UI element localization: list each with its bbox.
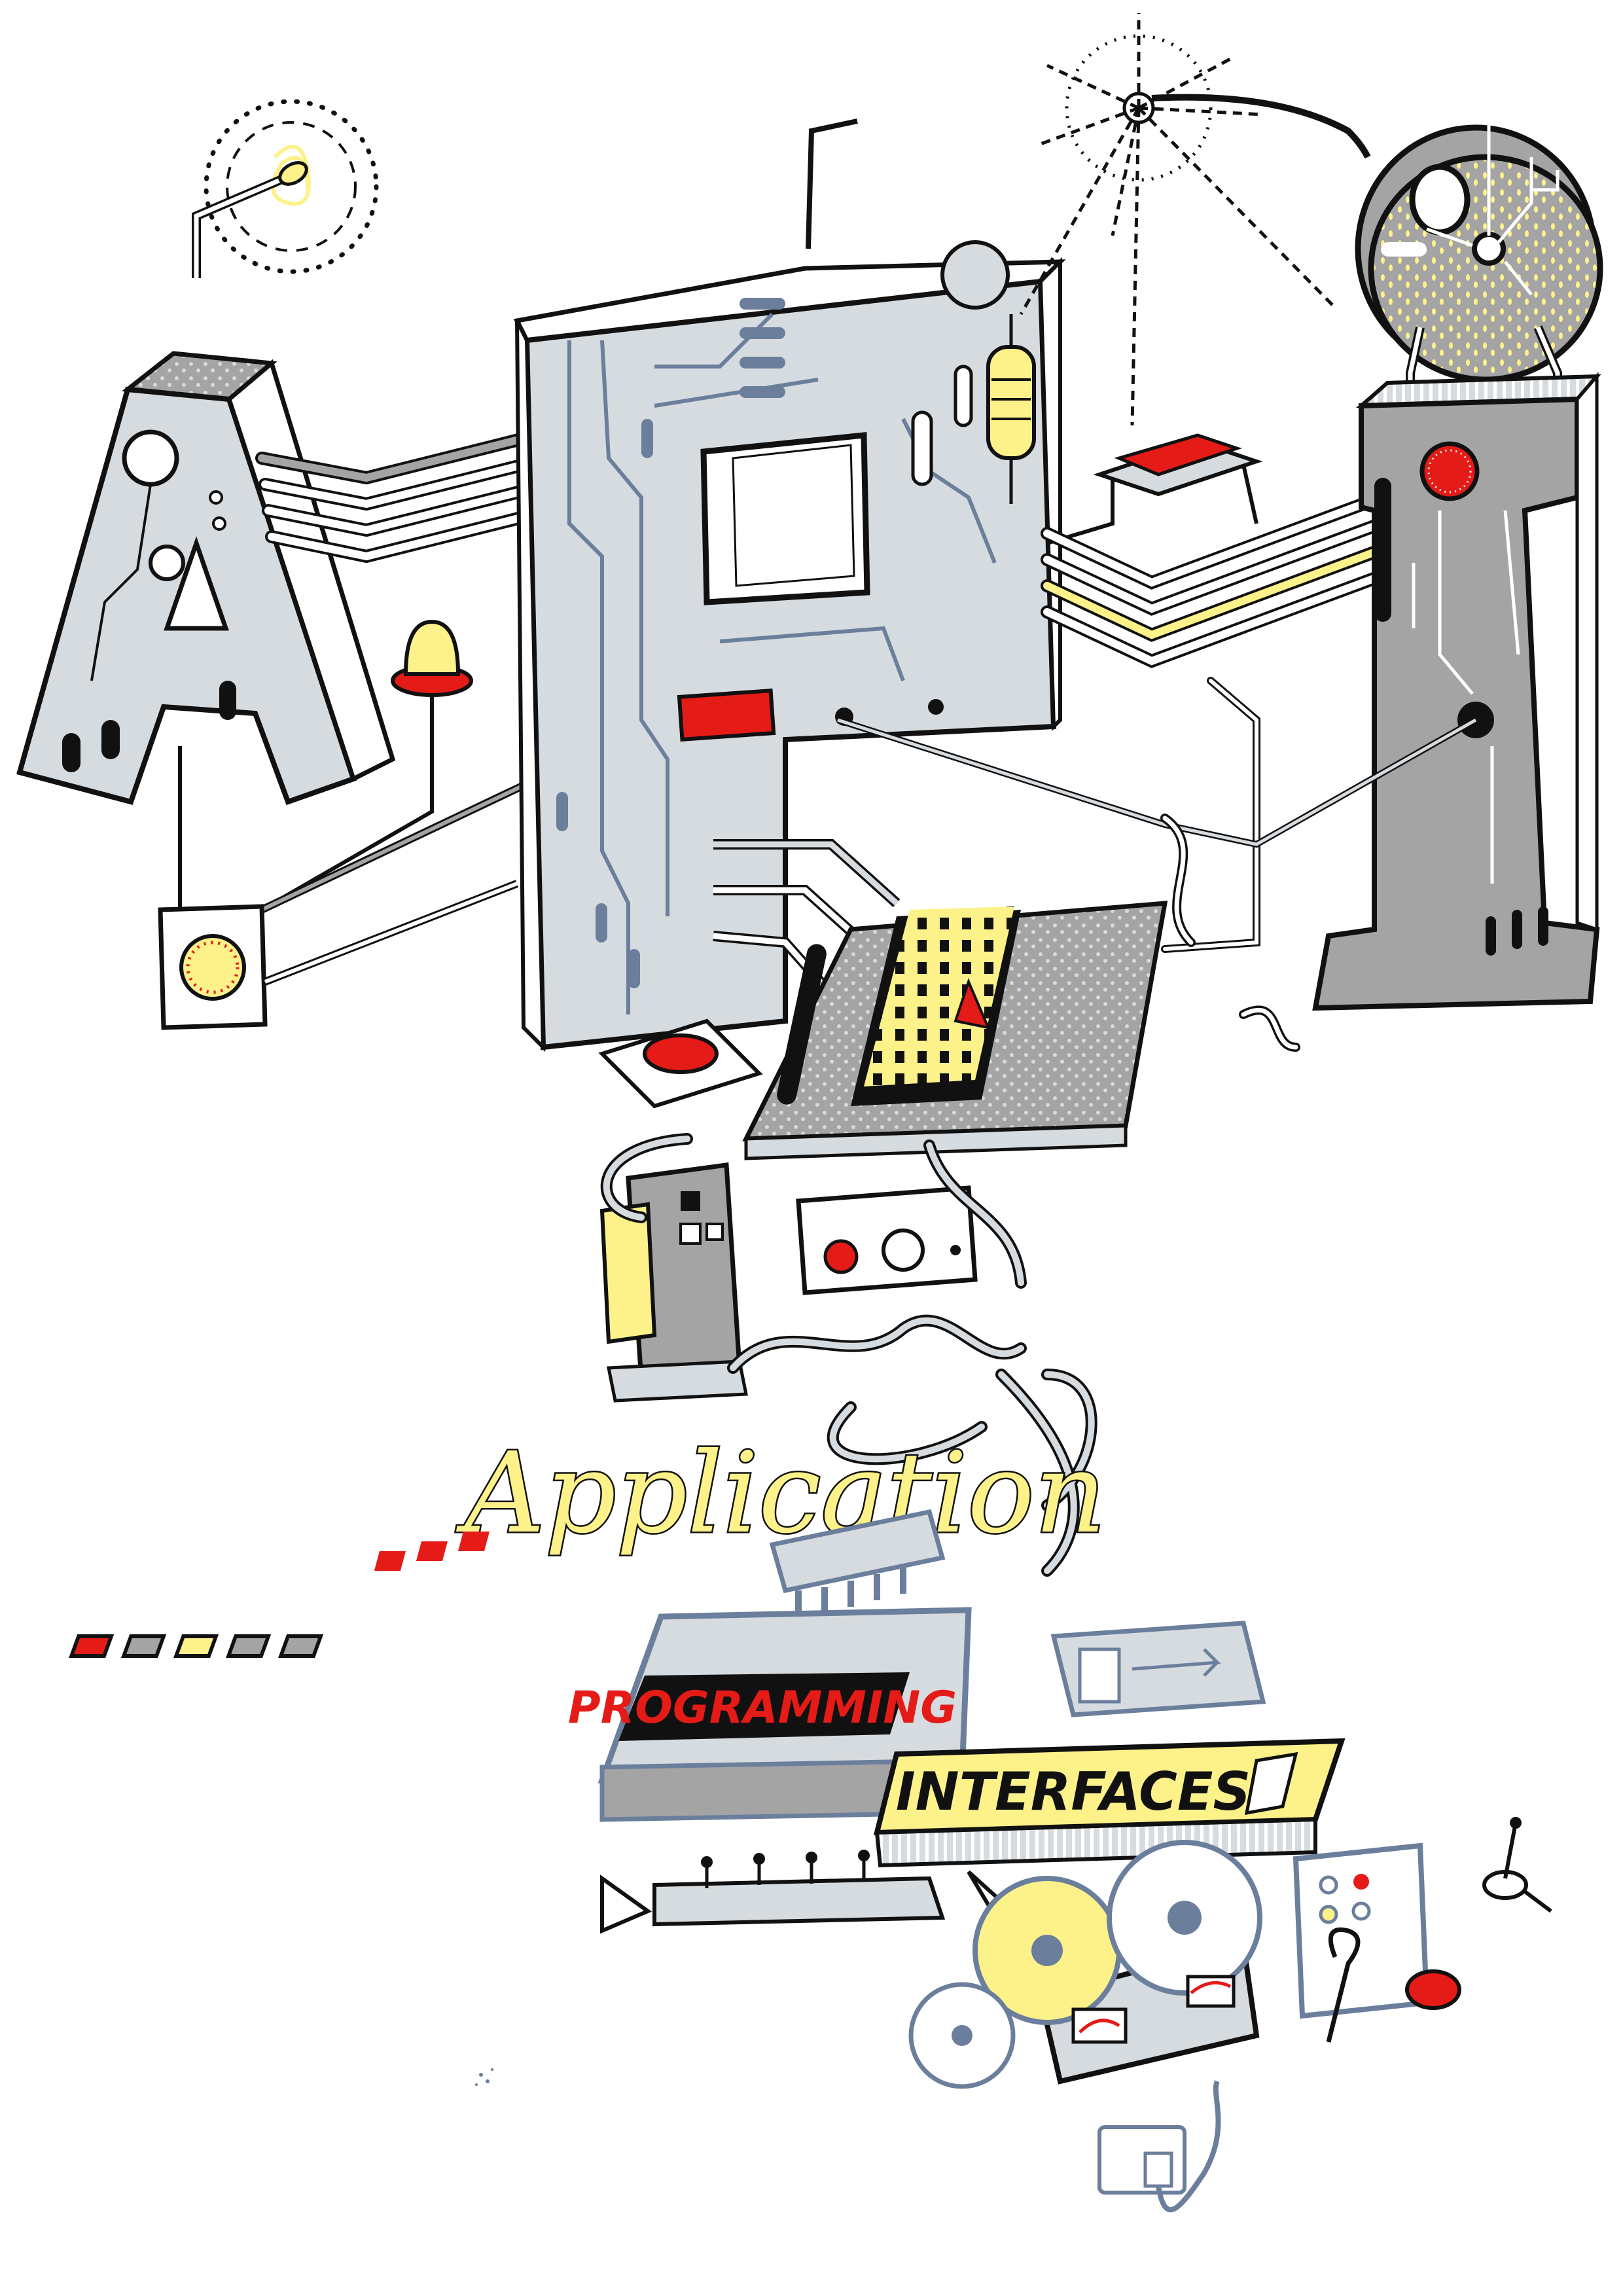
connector-wires-a-p [255, 432, 530, 564]
application-label-group: Application [454, 1427, 1107, 1560]
light-bulb-icon [192, 99, 379, 278]
letter-p [513, 118, 1066, 1052]
red-button-icon [598, 1018, 763, 1109]
circuit-disc-icon [1355, 124, 1603, 412]
letter-a [16, 351, 396, 806]
connector-wires-p-i [1041, 491, 1387, 953]
sunburst-icon [1019, 13, 1371, 426]
programming-label: PROGRAMMING [568, 1682, 957, 1734]
switch-bar-icon [600, 1850, 1039, 1940]
wall-socket-icon [1097, 2080, 1221, 2213]
speckles [475, 2068, 493, 2086]
interfaces-strip: INTERFACES [873, 1738, 1346, 1868]
interfaces-label: INTERFACES [896, 1761, 1251, 1822]
circuit-card-icon [1050, 1621, 1266, 1717]
tangled-wires [600, 814, 1300, 1577]
reel-to-reel-tape-icon [908, 1840, 1262, 2089]
resistor-icon [911, 314, 1036, 504]
programming-console: PROGRAMMING [69, 1607, 972, 1822]
control-panel-icon [1293, 1842, 1461, 2043]
letter-i [836, 372, 1601, 1011]
yellow-button-box [158, 746, 519, 1030]
breadboard-icon [742, 901, 1168, 1160]
led-icon [260, 619, 526, 914]
application-label: Application [456, 1429, 1106, 1558]
control-box-icon [796, 1185, 978, 1295]
joystick-icon [1482, 1817, 1552, 1913]
red-switch-icon [677, 688, 776, 742]
red-chip-icon [1046, 433, 1263, 545]
keypad-device-icon [599, 1162, 749, 1403]
chip-icon [374, 1509, 946, 1617]
console-buttons [69, 1634, 324, 1658]
